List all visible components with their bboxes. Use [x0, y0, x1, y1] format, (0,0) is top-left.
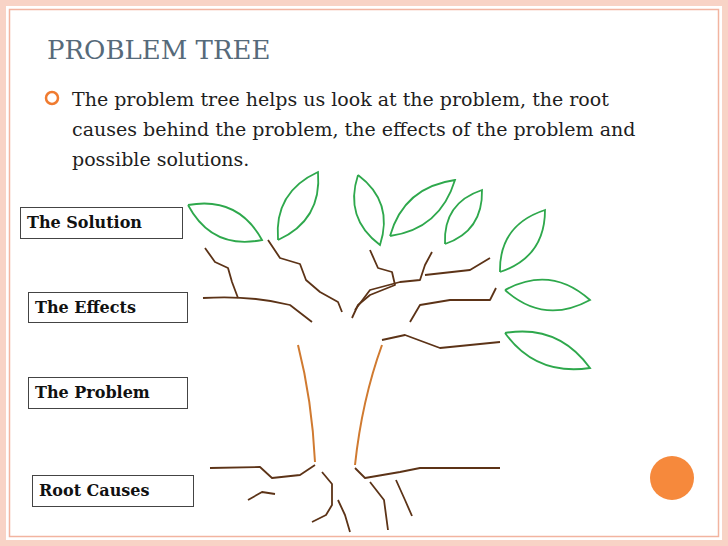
trunk — [355, 345, 382, 465]
leaf — [505, 331, 590, 369]
label-box: The Problem — [28, 377, 188, 409]
root — [312, 472, 332, 522]
box-label: Root Causes — [39, 481, 150, 501]
leaf — [445, 190, 482, 244]
box-label: The Solution — [27, 213, 142, 233]
bullet-text: The problem tree helps us look at the pr… — [72, 84, 662, 174]
label-box: The Solution — [20, 207, 183, 239]
trunk — [298, 345, 315, 462]
root — [355, 468, 500, 478]
root — [370, 482, 388, 530]
branch — [203, 297, 312, 322]
label-box: The Effects — [28, 292, 188, 323]
leaf — [505, 280, 590, 311]
root — [338, 500, 350, 532]
leaf — [278, 172, 319, 240]
orange-dot — [650, 456, 694, 500]
leaf — [500, 210, 545, 272]
slide-title: PROBLEM TREE — [47, 34, 271, 66]
branch — [352, 250, 395, 318]
branch — [410, 288, 496, 322]
root — [210, 465, 315, 478]
root — [396, 480, 412, 516]
root — [248, 492, 275, 500]
branch — [425, 258, 490, 275]
box-label: The Problem — [35, 383, 150, 403]
label-box: Root Causes — [32, 475, 194, 507]
slide-frame-line — [10, 10, 719, 537]
leaf — [354, 175, 384, 245]
box-label: The Effects — [35, 298, 136, 318]
branch — [382, 335, 500, 348]
leaf — [188, 203, 262, 241]
bullet-ring — [46, 92, 58, 104]
branch — [355, 252, 432, 310]
branch — [205, 248, 238, 298]
branch — [268, 240, 342, 312]
slide-frame — [3, 3, 725, 543]
